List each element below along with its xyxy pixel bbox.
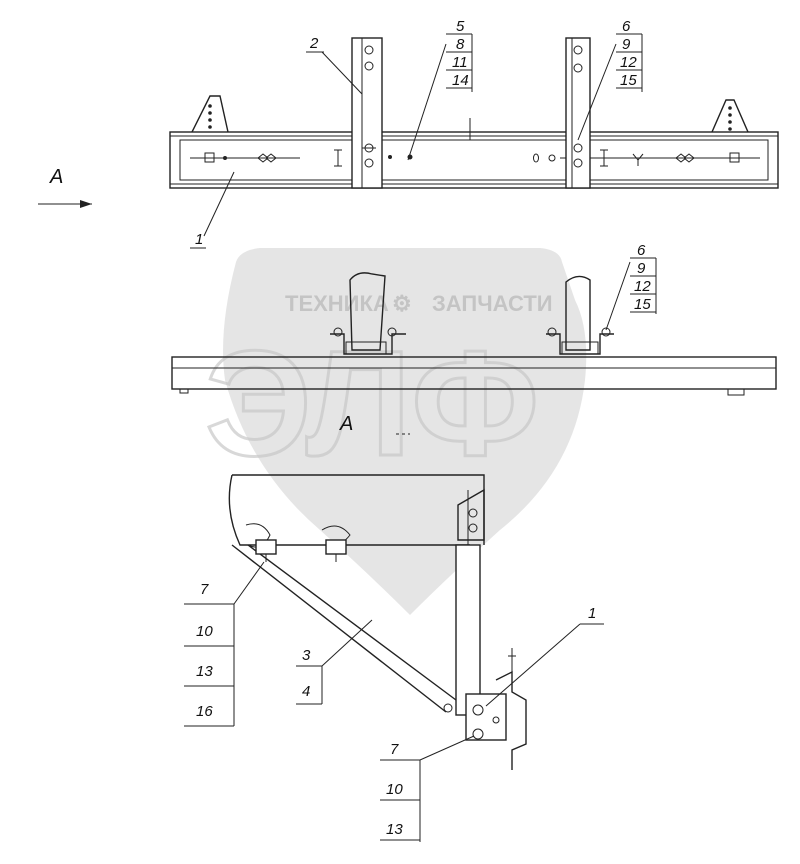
section-label: A: [339, 413, 353, 435]
callout-label: 1: [195, 231, 203, 248]
callout-1-top: 1: [190, 171, 235, 249]
callout-group-5: 5 8 11 14: [407, 18, 473, 161]
callout-label: 9: [637, 260, 646, 277]
callout-label: 4: [302, 683, 310, 700]
callout-label: 6: [622, 18, 631, 35]
watermark-gear-icon: ⚙: [392, 291, 412, 316]
top-beam: [169, 95, 779, 189]
watermark-text-right: ЗАПЧАСТИ: [432, 291, 553, 316]
callout-label: 3: [302, 647, 311, 664]
callout-group-7-bottom: 7 10 13: [380, 735, 475, 842]
callout-label: 9: [622, 36, 631, 53]
view-direction-arrow: A: [38, 166, 92, 208]
callout-label: 7: [390, 741, 399, 758]
middle-beam-view: A: [171, 272, 777, 435]
callout-label: 10: [196, 623, 213, 640]
callout-label: 15: [634, 296, 651, 313]
callout-label: 16: [196, 703, 213, 720]
callout-label: 6: [637, 242, 646, 259]
callout-label: 15: [620, 72, 637, 89]
callout-label: 11: [452, 54, 468, 71]
callout-label: 12: [634, 278, 651, 295]
view-label: A: [49, 166, 63, 188]
callout-label: 10: [386, 781, 403, 798]
callout-2: 2: [306, 35, 363, 95]
callout-group-7-left: 7 10 13 16: [184, 561, 265, 727]
watermark: ТЕХНИКА ⚙ ЗАПЧАСТИ ЭЛФ: [204, 248, 587, 615]
callout-group-6-top: 6 9 12 15: [577, 18, 643, 141]
callout-label: 8: [456, 36, 465, 53]
callout-label: 2: [309, 35, 319, 52]
callout-label: 13: [196, 663, 213, 680]
watermark-text-left: ТЕХНИКА: [285, 291, 389, 316]
callout-label: 12: [620, 54, 637, 71]
callout-group-6-mid: 6 9 12 15: [605, 242, 657, 331]
bottom-bracket-view: [228, 474, 527, 770]
callout-label: 7: [200, 581, 209, 598]
callout-group-3: 3 4: [296, 619, 373, 705]
callout-label: 14: [452, 72, 469, 89]
watermark-shield: [223, 248, 587, 615]
callout-label: 13: [386, 821, 403, 838]
watermark-big-letters: ЭЛФ: [205, 319, 539, 487]
callout-1-bottom: 1: [485, 605, 604, 707]
callout-label: 1: [588, 605, 596, 622]
top-vertical-plates: [351, 37, 591, 189]
callout-label: 5: [456, 18, 465, 35]
